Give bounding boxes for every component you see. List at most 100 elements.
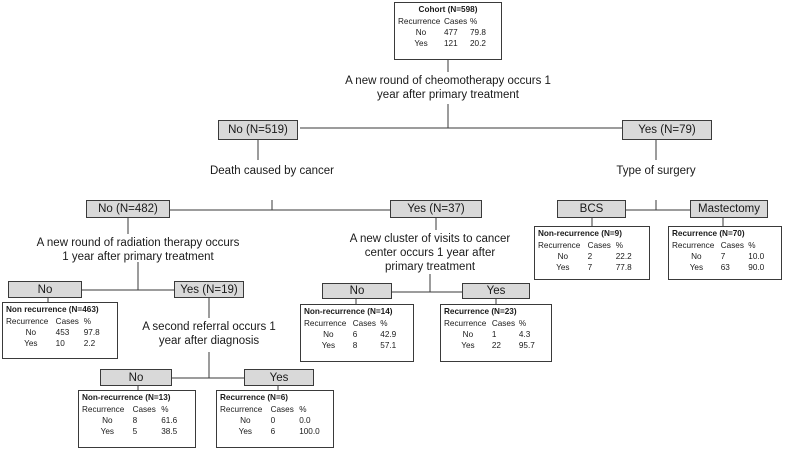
table-cell: No [557, 252, 569, 261]
table-header-row: Recurrence Cases% [672, 240, 778, 251]
branch-death-no: No (N=482) [86, 200, 170, 218]
table-cell: 10 [55, 339, 65, 348]
table-cell: 0.0 [299, 416, 311, 425]
header-cell: Cases [270, 405, 294, 414]
table-cell: Yes [689, 263, 704, 272]
split-chemotherapy: A new round of cheomotherapy occurs 1 ye… [345, 75, 551, 101]
table-row: No 453 97.8 [6, 327, 114, 338]
table-cell: No [415, 28, 427, 37]
table-cell: Yes [461, 341, 475, 350]
header-cell: Cases [720, 241, 744, 250]
header-cell: Recurrence [444, 319, 487, 328]
table-cell: 8 [132, 416, 138, 425]
table-cell: 7 [720, 252, 726, 261]
table-cell: 477 [444, 28, 458, 37]
table-cell: No [25, 328, 37, 337]
table-cell: No [462, 330, 474, 339]
table-cell: 0 [270, 416, 276, 425]
cohort-table: Cohort (N=598) Recurrence Cases % No 477… [394, 2, 502, 60]
table-row: Yes 121 20.2 [398, 38, 498, 49]
branch-referral-yes: Yes [244, 369, 314, 386]
table-row: No 0 0.0 [220, 415, 330, 426]
header-cell: Recurrence [398, 17, 441, 26]
table-cell: No [102, 416, 113, 425]
header-cell: Recurrence [672, 241, 715, 250]
table-cell: 38.5 [161, 427, 178, 436]
table-cell: 7 [587, 263, 593, 272]
header-cell: % [615, 241, 624, 250]
header-cell: % [380, 319, 388, 328]
branch-referral-no: No [100, 369, 172, 386]
split-referral: A second referral occurs 1 year after di… [142, 321, 276, 347]
table-cell: Yes [24, 339, 38, 348]
table-cell: 22 [491, 341, 501, 350]
table-cell: Yes [414, 39, 428, 48]
table-cell: 5 [132, 427, 138, 436]
table-title: Recurrence (N=23) [444, 307, 517, 316]
table-title: Cohort (N=598) [418, 5, 478, 14]
table-cell: 1 [491, 330, 497, 339]
header-cell: % [748, 241, 756, 250]
table-cell: 2.2 [83, 339, 96, 348]
table-cell: 453 [55, 328, 70, 337]
header-cell: Cases [55, 317, 79, 326]
table-cell: 63 [720, 263, 730, 272]
header-cell: Recurrence [304, 319, 347, 328]
branch-death-yes: Yes (N=37) [390, 200, 482, 218]
table-cell: 4.3 [518, 330, 531, 339]
table-cell: Yes [238, 427, 252, 436]
table-cell: 97.8 [83, 328, 100, 337]
header-cell: % [161, 405, 169, 414]
split-surgery: Type of surgery [616, 165, 696, 177]
table-cell: 10.0 [748, 252, 765, 261]
table-row: Yes 6 100.0 [220, 426, 330, 437]
header-cell: Cases [444, 17, 468, 26]
branch-visits-no: No [322, 283, 392, 299]
split-death: Death caused by cancer [209, 165, 335, 177]
table-cell: 100.0 [299, 427, 320, 436]
table-row: No 477 79.8 [398, 27, 498, 38]
branch-radiation-no: No [8, 281, 82, 298]
table-cell: No [323, 330, 334, 339]
table-row: Yes 5 38.5 [82, 426, 192, 437]
table-row: Yes 22 95.7 [444, 340, 548, 351]
header-cell: Cases [587, 241, 611, 250]
branch-visits-yes: Yes [462, 283, 530, 299]
table-header-row: Recurrence Cases % [398, 16, 498, 27]
table-cell: 20.2 [470, 39, 486, 48]
table-cell: No [240, 416, 251, 425]
header-cell: % [299, 405, 307, 414]
table-row: Yes 10 2.2 [6, 338, 114, 349]
branch-bcs: BCS [557, 200, 626, 218]
table-cell: Yes [321, 341, 336, 350]
header-cell: % [83, 317, 92, 326]
branch-chemo-yes: Yes (N=79) [622, 120, 712, 140]
table-cell: 6 [270, 427, 276, 436]
table-cell: 8 [352, 341, 358, 350]
table-cell: 79.8 [470, 28, 486, 37]
table-cell: 57.1 [380, 341, 397, 350]
split-radiation: A new round of radiation therapy occurs … [36, 237, 240, 263]
table-cell: 77.8 [615, 263, 632, 272]
table-cell: 95.7 [518, 341, 535, 350]
header-cell: Cases [132, 405, 156, 414]
table-cell: Yes [100, 427, 114, 436]
table-row: Yes 8 57.1 [304, 340, 410, 351]
table-row: No 1 4.3 [444, 329, 548, 340]
table-title: Non-recurrence (N=9) [538, 229, 622, 238]
